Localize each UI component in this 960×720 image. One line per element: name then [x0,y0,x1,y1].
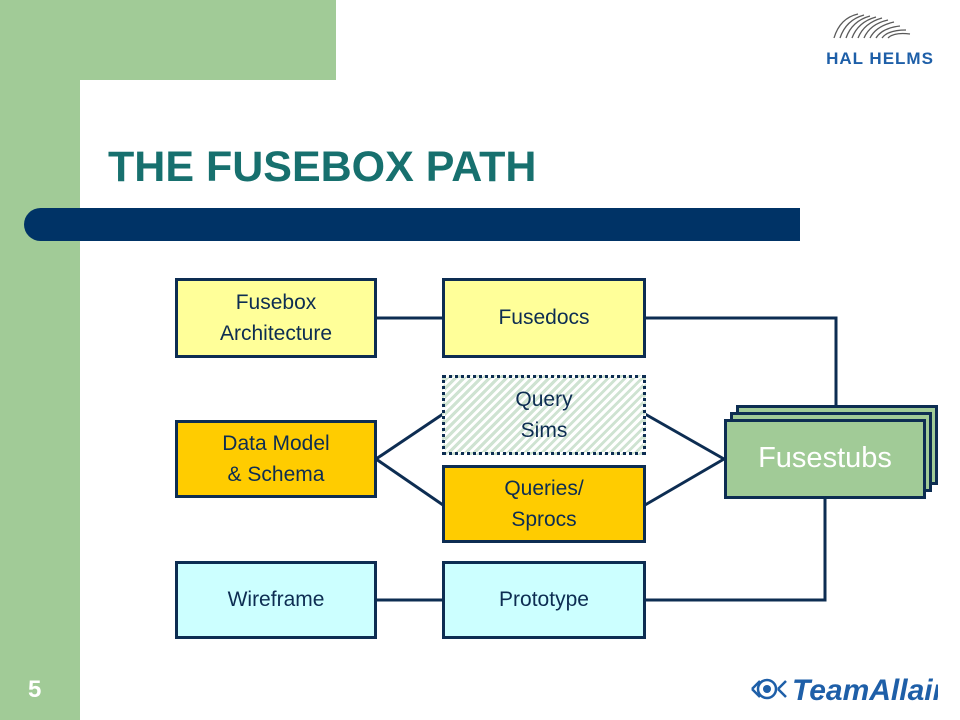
fusestubs-box: Fusestubs [724,419,926,499]
fusedocs-box: Fusedocs [442,278,646,358]
slide-number: 5 [28,676,42,703]
team-allaire-logo-graphic: TeamAllaire [751,674,960,707]
query-sims-box: Query Sims [442,375,646,455]
connector-prototype-fusestubs [645,498,827,602]
wireframe-box: Wireframe [175,561,377,639]
connector-fusedocs-fusestubs [645,316,838,424]
team-allaire-logo-text: TeamAllaire [792,674,938,707]
slide-title: THE FUSEBOX PATH [108,143,537,191]
prototype-box: Prototype [442,561,646,639]
green-frame-top [0,0,336,80]
connector-datamodel-queries [375,457,444,507]
data-model-schema-box: Data Model & Schema [175,420,377,498]
fusebox-architecture-box: Fusebox Architecture [175,278,377,358]
hal-helms-logo-graphic: HAL HELMS [826,13,934,68]
queries-sprocs-box: Queries/ Sprocs [442,465,646,543]
hal-helms-logo-text: HAL HELMS [826,49,934,68]
title-underline-bar [24,208,800,241]
connector-queries-fusestubs [644,457,725,507]
connector-datamodel-querysims [375,412,444,461]
team-allaire-logo: TeamAllaire [742,664,960,719]
hal-helms-logo: HAL HELMS [818,8,942,75]
connector-querysims-fusestubs [644,412,725,461]
green-frame-left [0,0,80,720]
